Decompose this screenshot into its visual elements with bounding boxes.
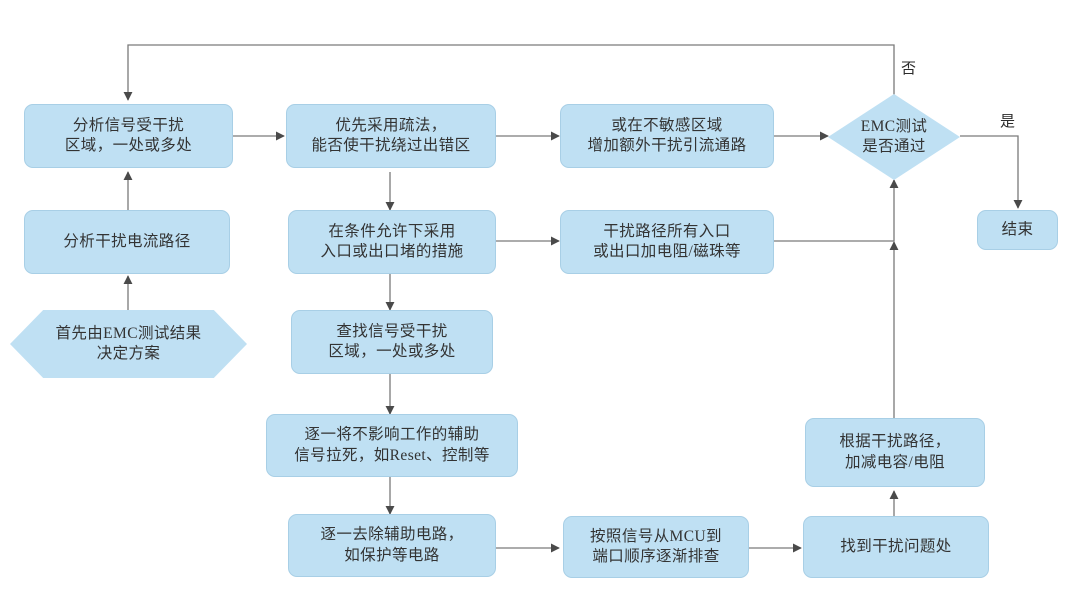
node-analyze-current-path[interactable]: 分析干扰电流路径 [24, 210, 230, 274]
edge-label-yes: 是 [1000, 114, 1016, 130]
edge-resistor-to-decision [774, 179, 899, 242]
edge-decision-no-loop [123, 44, 895, 101]
edge-decision-yes [960, 135, 1023, 209]
node-find-disturbed-area[interactable]: 查找信号受干扰 区域，一处或多处 [291, 310, 493, 374]
node-adjust-cap-res[interactable]: 根据干扰路径， 加减电容/电阻 [805, 418, 985, 487]
node-found-problem-point[interactable]: 找到干扰问题处 [803, 516, 989, 578]
node-end[interactable]: 结束 [977, 210, 1058, 250]
node-check-mcu-to-port[interactable]: 按照信号从MCU到 端口顺序逐渐排查 [563, 516, 749, 578]
edge-label-no: 否 [901, 61, 917, 77]
node-emc-test-decision-label: EMC测试 是否通过 [860, 117, 928, 155]
node-add-resistor-bead[interactable]: 干扰路径所有入口 或出口加电阻/磁珠等 [560, 210, 774, 274]
node-kill-aux-signals[interactable]: 逐一将不影响工作的辅助 信号拉死，如Reset、控制等 [266, 414, 518, 477]
node-remove-aux-circuits[interactable]: 逐一去除辅助电路， 如保护等电路 [288, 514, 496, 577]
node-analyze-signal-area[interactable]: 分析信号受干扰 区域，一处或多处 [24, 104, 233, 168]
node-emc-test-decision[interactable]: EMC测试 是否通过 [828, 94, 960, 180]
node-decide-plan-by-emc-label: 首先由EMC测试结果 决定方案 [55, 324, 202, 362]
node-add-extra-shunt-path[interactable]: 或在不敏感区域 增加额外干扰引流通路 [560, 104, 774, 168]
node-decide-plan-by-emc[interactable]: 首先由EMC测试结果 决定方案 [10, 310, 247, 378]
hexagon-shape [10, 310, 247, 378]
node-prefer-bypass-method[interactable]: 优先采用疏法， 能否使干扰绕过出错区 [286, 104, 496, 168]
node-block-entry-exit[interactable]: 在条件允许下采用 入口或出口堵的措施 [288, 210, 496, 274]
